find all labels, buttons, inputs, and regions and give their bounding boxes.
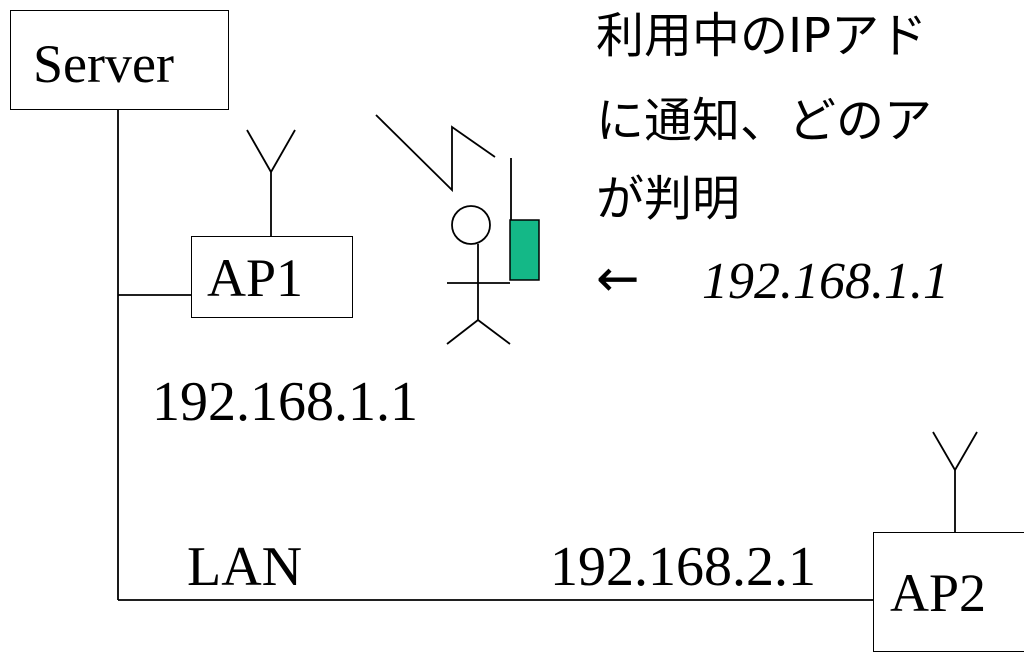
diagram-lines	[117, 110, 978, 601]
lightning-icon	[375, 114, 496, 193]
device-icon	[509, 158, 540, 281]
ap1-label: AP1	[207, 248, 304, 308]
person-icon	[446, 205, 511, 345]
ap1-box	[191, 236, 353, 318]
annotation-line-3: が判明	[596, 171, 741, 227]
ap2-box	[873, 532, 1024, 652]
annotation-line-1: 利用中のIPアド	[596, 8, 928, 64]
left-arrow-icon: ←	[596, 249, 640, 309]
server-label: Server	[33, 34, 174, 94]
annotation-line-2: に通知、どのア	[596, 93, 933, 149]
ap1-ip-label: 192.168.1.1	[152, 371, 418, 433]
annotation-ip: 192.168.1.1	[702, 253, 949, 310]
ap2-label: AP2	[890, 563, 987, 623]
lan-label: LAN	[187, 536, 303, 598]
antenna-icon	[246, 129, 296, 236]
server-box	[10, 10, 229, 110]
network-diagram: Server AP1 AP2 192.168.1.1 192.168.2.1 L…	[10, 8, 1024, 652]
ap2-ip-label: 192.168.2.1	[550, 536, 816, 598]
antenna-icon	[932, 431, 978, 532]
